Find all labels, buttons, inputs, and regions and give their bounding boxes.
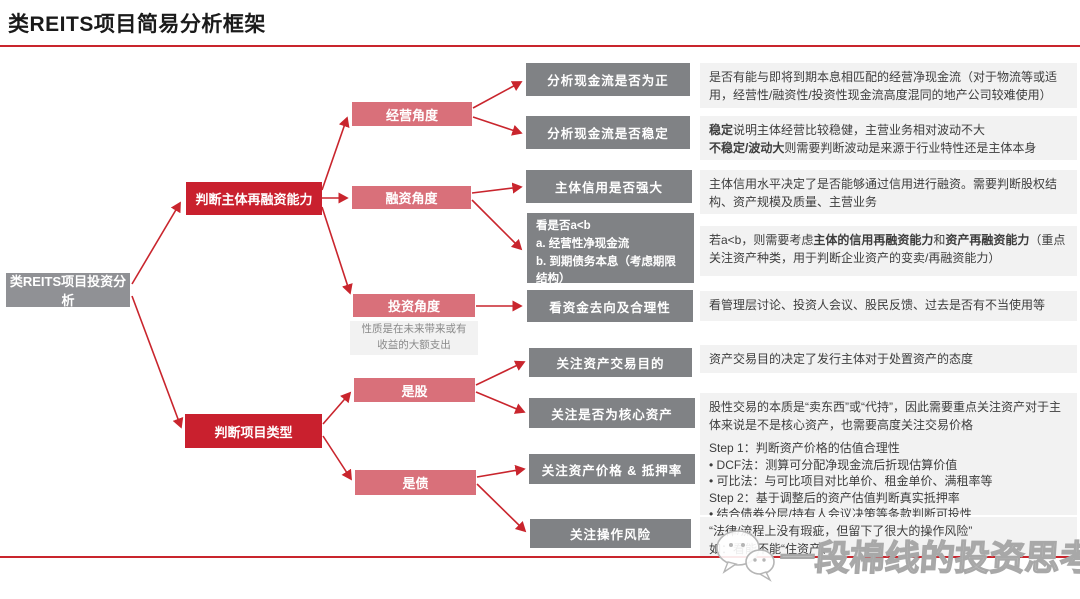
note-a-less-than-b: 若a<b，则需要考虑主体的信用再融资能力和资产再融资能力（重点关注资产种类，用于… <box>700 226 1077 276</box>
check-asset-transaction-purpose: 关注资产交易目的 <box>529 348 692 377</box>
note-cashflow-stable: 稳定说明主体经营比较稳健，主营业务相对波动不大 不稳定/波动大则需要判断波动是来… <box>700 116 1077 160</box>
node-judge-refinancing-ability: 判断主体再融资能力 <box>186 182 322 215</box>
check-asset-price-ltv: 关注资产价格 & 抵押率 <box>529 454 695 484</box>
check-entity-credit-strong: 主体信用是否强大 <box>526 170 692 203</box>
note-operational-risk: “法律/流程上没有瑕疵，但留下了很大的操作风险” 如：看能不能“住资产、 <box>700 517 1077 557</box>
title-underline <box>0 45 1080 47</box>
check-cashflow-stable: 分析现金流是否稳定 <box>526 116 690 149</box>
check-operational-risk: 关注操作风险 <box>530 519 691 548</box>
node-is-equity: 是股 <box>354 378 475 402</box>
node-investment-angle: 投资角度 <box>353 294 475 317</box>
note-core-asset: 股性交易的本质是“卖东西”或“代持”，因此需要重点关注资产对于主体来说是不是核心… <box>700 393 1077 435</box>
note-valuation-steps: Step 1：判断资产价格的估值合理性 • DCF法：测算可分配净现金流后折现估… <box>700 435 1077 521</box>
check-fund-usage: 看资金去向及合理性 <box>527 290 693 322</box>
node-is-debt: 是债 <box>355 470 476 495</box>
node-reits-investment-analysis: 类REITS项目投资分析 <box>6 273 130 308</box>
note-cashflow-positive: 是否有能与即将到期本息相匹配的经营净现金流（对于物流等或适用，经营性/融资性/投… <box>700 63 1077 108</box>
note-fund-usage: 看管理层讨论、投资人会议、股民反馈、过去是否有不当使用等 <box>700 291 1077 321</box>
bottom-divider <box>0 556 1080 558</box>
note-transaction-purpose: 资产交易目的决定了发行主体对于处置资产的态度 <box>700 345 1077 373</box>
note-entity-credit: 主体信用水平决定了是否能够通过信用进行融资。需要判断股权结构、资产规模及质量、主… <box>700 170 1077 214</box>
node-operating-angle: 经营角度 <box>352 102 472 126</box>
investment-angle-note: 性质是在未来带来或有 收益的大额支出 <box>350 321 478 355</box>
node-financing-angle: 融资角度 <box>352 186 471 209</box>
check-core-asset: 关注是否为核心资产 <box>529 398 695 428</box>
check-cashflow-positive: 分析现金流是否为正 <box>526 63 690 96</box>
check-a-less-than-b: 看是否a<b a. 经营性净现金流 b. 到期债务本息（考虑期限结构） <box>527 213 694 285</box>
page-title: 类REITS项目简易分析框架 <box>8 13 266 36</box>
node-judge-project-type: 判断项目类型 <box>185 414 322 448</box>
